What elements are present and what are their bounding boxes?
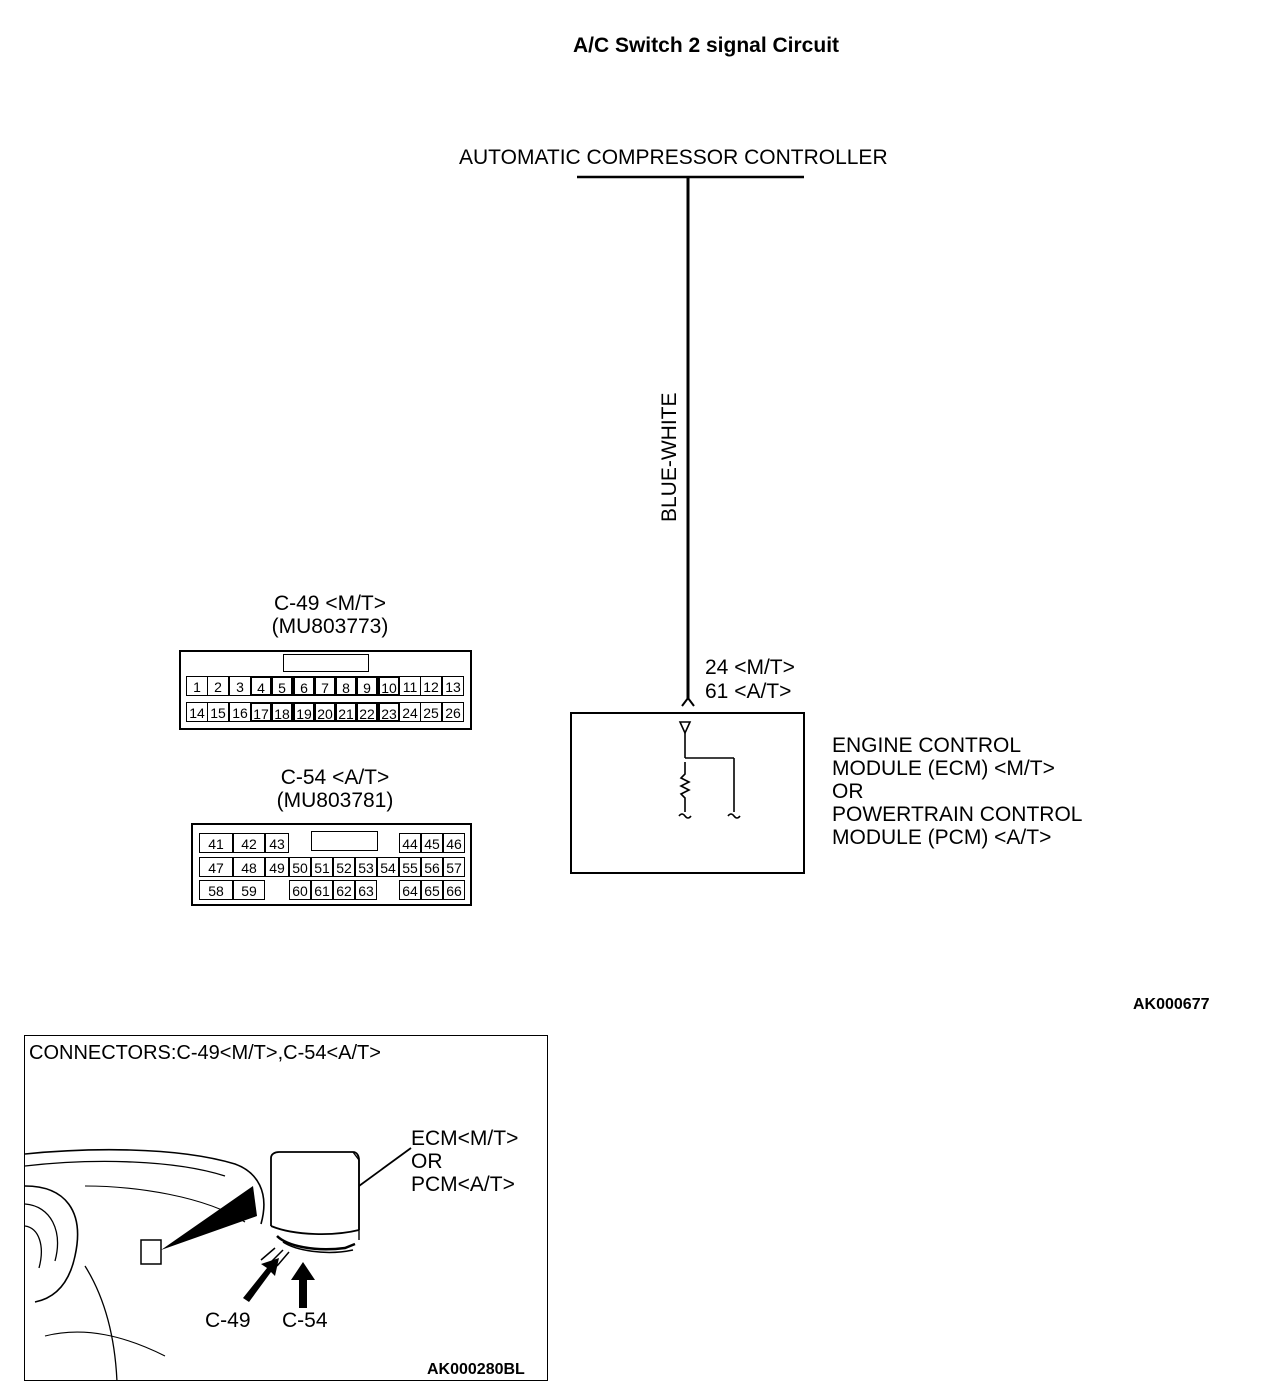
- connector-pin: 25: [420, 702, 442, 722]
- module-box: [570, 712, 805, 874]
- connector-pin: 22: [356, 702, 378, 722]
- resistor-symbol: [679, 762, 691, 812]
- connector-pin: 20: [314, 702, 336, 722]
- connector-pin: 4: [250, 676, 272, 696]
- connector-pin: 2: [207, 676, 229, 696]
- module-label-line-5: MODULE (PCM) <A/T>: [832, 826, 1052, 849]
- c49-part: (MU803773): [271, 615, 389, 638]
- c54-latch: [311, 831, 378, 851]
- connector-pin: 48: [233, 857, 265, 877]
- connector-pin: 43: [265, 833, 289, 853]
- connector-pin: 41: [199, 833, 233, 853]
- input-triangle: [678, 721, 692, 735]
- connector-pin: 65: [421, 880, 443, 900]
- connector-pin: 44: [399, 833, 421, 853]
- connector-pin: 55: [399, 857, 421, 877]
- connector-pin: 61: [311, 880, 333, 900]
- connector-pin: 59: [233, 880, 265, 900]
- connector-pin: 21: [335, 702, 357, 722]
- c54-part: (MU803781): [276, 789, 394, 812]
- inset-module-label-3: PCM<A/T>: [411, 1173, 515, 1196]
- diagram-title: A/C Switch 2 signal Circuit: [572, 34, 840, 57]
- connector-pin: 1: [186, 676, 208, 696]
- connector-pin: 15: [207, 702, 229, 722]
- pin-label-mt: 24 <M/T>: [705, 656, 795, 679]
- connector-pin: 50: [289, 857, 311, 877]
- connector-pin: 18: [271, 702, 293, 722]
- controller-label: AUTOMATIC COMPRESSOR CONTROLLER: [459, 146, 888, 169]
- connector-pin: 24: [399, 702, 421, 722]
- connector-pin: 60: [289, 880, 311, 900]
- connector-pin: 53: [355, 857, 377, 877]
- connector-pin: 9: [356, 676, 378, 696]
- connector-pin: 11: [399, 676, 421, 696]
- circuit-diagram: BLUE-WHITE: [570, 175, 805, 874]
- module-label-line-4: POWERTRAIN CONTROL: [832, 803, 1083, 826]
- terminal-mark: [681, 696, 695, 707]
- connector-pin: 6: [293, 676, 315, 696]
- connector-pin: 13: [442, 676, 464, 696]
- connector-pin: 58: [199, 880, 233, 900]
- connector-pin: 49: [265, 857, 289, 877]
- inset-code: AK000280BL: [427, 1361, 525, 1378]
- inset-title: CONNECTORS:C-49<M/T>,C-54<A/T>: [29, 1042, 381, 1064]
- connector-pin: 62: [333, 880, 355, 900]
- inset-arrow-label-c49: C-49: [205, 1309, 251, 1332]
- c49-latch: [283, 654, 369, 672]
- connector-pin: 66: [443, 880, 465, 900]
- connector-pin: 63: [355, 880, 377, 900]
- connector-pin: 42: [233, 833, 265, 853]
- c54-name: C-54 <A/T>: [280, 766, 390, 789]
- connector-pin: 51: [311, 857, 333, 877]
- connector-pin: 64: [399, 880, 421, 900]
- connector-pin: 45: [421, 833, 443, 853]
- connector-pin: 47: [199, 857, 233, 877]
- pin-label-at: 61 <A/T>: [705, 680, 792, 703]
- module-label-line-2: MODULE (ECM) <M/T>: [832, 757, 1055, 780]
- c49-name: C-49 <M/T>: [273, 592, 387, 615]
- connector-pin: 52: [333, 857, 355, 877]
- inset-arrow-label-c54: C-54: [282, 1309, 328, 1332]
- connector-pin: 3: [229, 676, 251, 696]
- wire-color-label: BLUE-WHITE: [658, 392, 681, 522]
- connector-pin: 46: [443, 833, 465, 853]
- connector-pin: 23: [378, 702, 400, 722]
- connector-location-inset: CONNECTORS:C-49<M/T>,C-54<A/T> ECM<M/T> …: [24, 1035, 548, 1381]
- connector-pin: 16: [229, 702, 251, 722]
- dashboard-illustration: [25, 1147, 412, 1380]
- connector-pin: 8: [335, 676, 357, 696]
- connector-pin: 56: [421, 857, 443, 877]
- connector-pin: 5: [271, 676, 293, 696]
- module-label-line-3: OR: [832, 780, 864, 803]
- connector-pin: 7: [314, 676, 336, 696]
- connector-pin: 12: [420, 676, 442, 696]
- figure-code: AK000677: [1133, 996, 1210, 1013]
- connector-pin: 10: [378, 676, 400, 696]
- connector-pin: 57: [443, 857, 465, 877]
- connector-pin: 17: [250, 702, 272, 722]
- module-label-line-1: ENGINE CONTROL: [832, 734, 1022, 757]
- connector-pin: 14: [186, 702, 208, 722]
- connector-pin: 26: [442, 702, 464, 722]
- connector-pin: 54: [377, 857, 399, 877]
- connector-pin: 19: [293, 702, 315, 722]
- inset-module-label-1: ECM<M/T>: [411, 1127, 519, 1150]
- inset-module-label-2: OR: [411, 1150, 443, 1173]
